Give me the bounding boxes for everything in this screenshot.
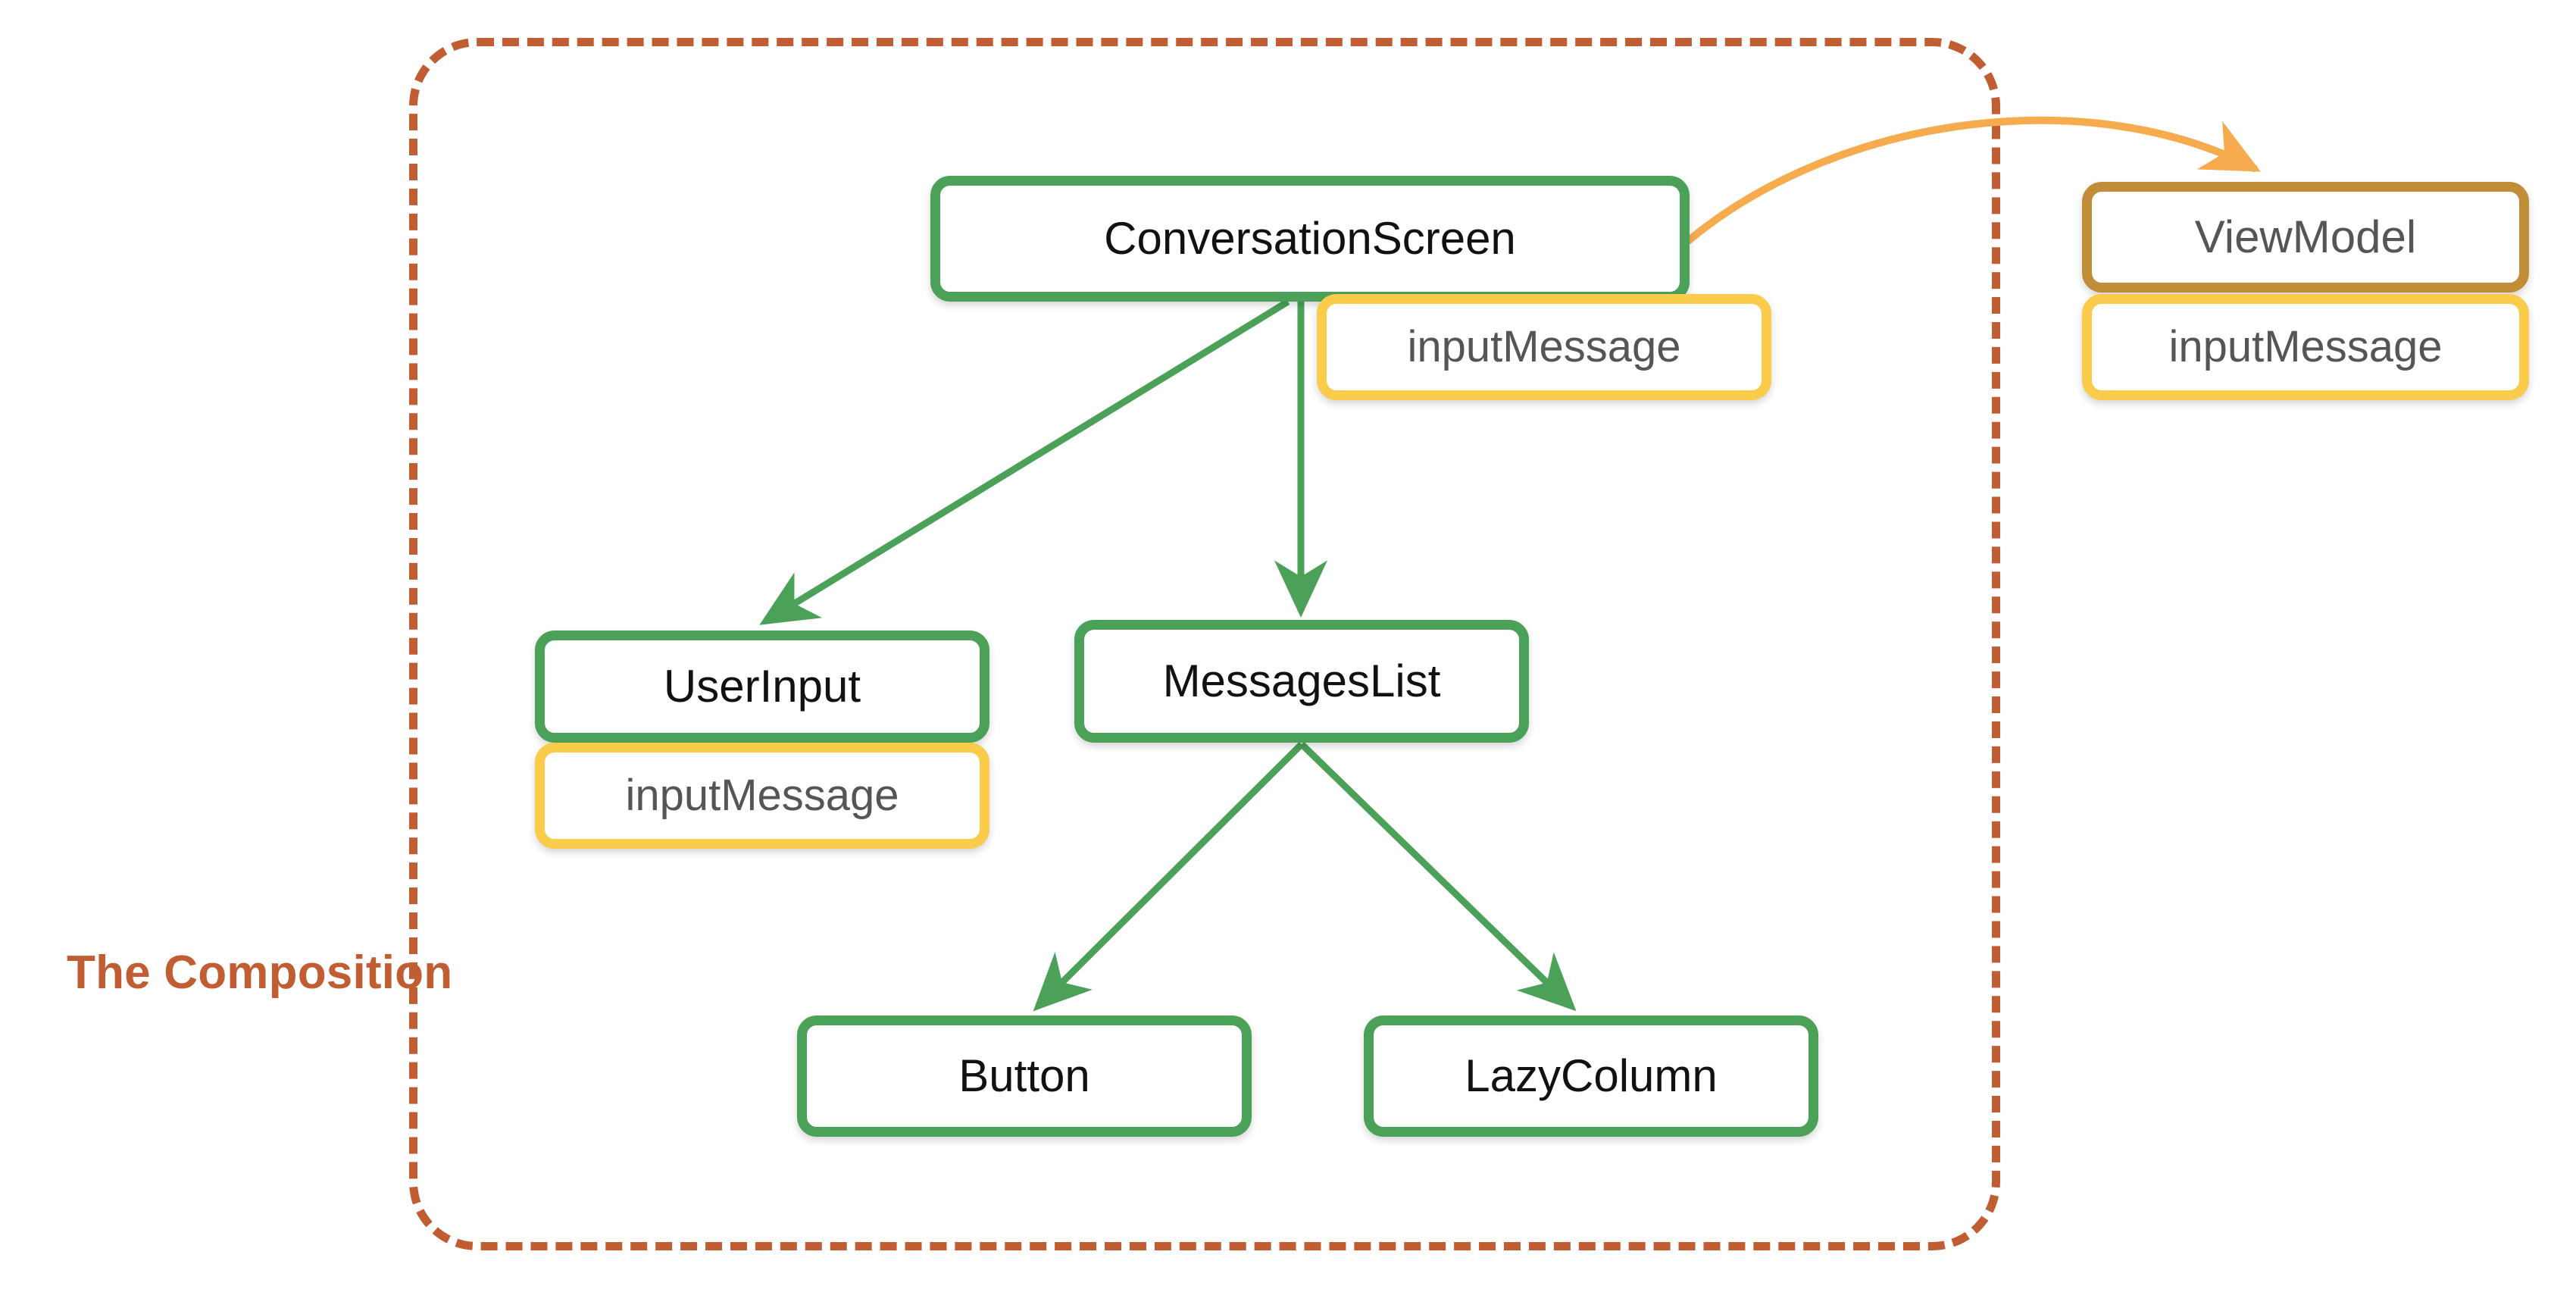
node-button-label: Button — [958, 1050, 1090, 1101]
node-conversation-screen-state-label: inputMessage — [1407, 322, 1681, 371]
node-lazy-column[interactable]: LazyColumn — [1364, 1015, 1818, 1137]
composition-boundary — [409, 38, 2000, 1250]
node-conversation-screen-state[interactable]: inputMessage — [1317, 294, 1771, 400]
node-user-input-label: UserInput — [663, 661, 861, 712]
composition-boundary-label: The Composition — [67, 947, 453, 999]
node-view-model[interactable]: ViewModel — [2082, 182, 2529, 293]
node-user-input-state-label: inputMessage — [625, 771, 899, 820]
node-user-input-state[interactable]: inputMessage — [535, 743, 989, 849]
node-lazy-column-label: LazyColumn — [1465, 1050, 1718, 1101]
node-view-model-state[interactable]: inputMessage — [2082, 294, 2529, 400]
node-conversation-screen-label: ConversationScreen — [1104, 213, 1516, 264]
node-messages-list[interactable]: MessagesList — [1074, 620, 1529, 743]
node-user-input[interactable]: UserInput — [535, 631, 989, 743]
node-messages-list-label: MessagesList — [1162, 656, 1441, 706]
node-view-model-state-label: inputMessage — [2168, 322, 2443, 371]
node-conversation-screen[interactable]: ConversationScreen — [930, 176, 1690, 302]
node-view-model-label: ViewModel — [2194, 211, 2417, 262]
node-button[interactable]: Button — [797, 1015, 1252, 1137]
